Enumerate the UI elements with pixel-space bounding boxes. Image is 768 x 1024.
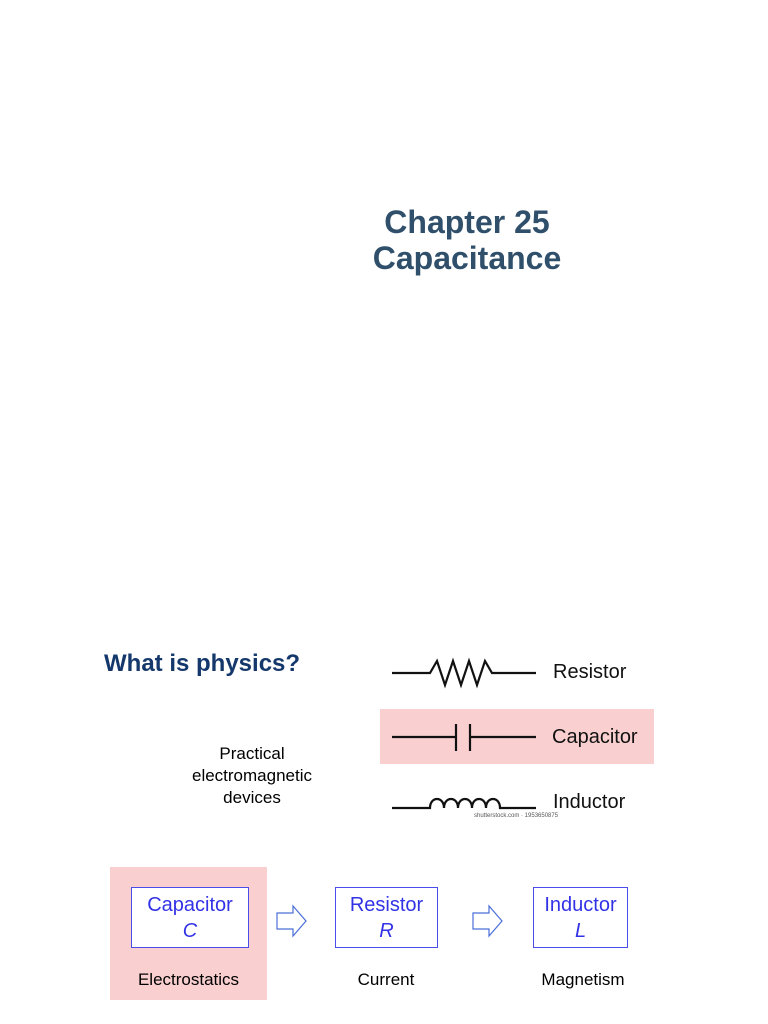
current-caption: Current xyxy=(357,970,415,989)
devices-caption: Practical electromagnetic devices xyxy=(152,743,352,809)
chapter-subtitle: Capacitance xyxy=(372,240,562,276)
magnetism-caption: Magnetism xyxy=(541,970,625,989)
inductor-box-symbol: L xyxy=(574,920,587,942)
inductor-box: Inductor L xyxy=(533,887,628,948)
electrostatics-caption: Electrostatics xyxy=(137,970,240,989)
circuit-symbols-graphic xyxy=(392,657,536,810)
capacitor-symbol-label: Capacitor xyxy=(552,726,638,748)
resistor-box-name: Resistor xyxy=(349,894,424,916)
image-credit: shutterstock.com · 1953650875 xyxy=(474,813,559,819)
capacitor-box: Capacitor C xyxy=(131,887,249,948)
right-arrow-icon xyxy=(472,904,503,938)
capacitor-box-symbol: C xyxy=(182,920,198,942)
resistor-symbol-icon xyxy=(392,657,536,689)
inductor-symbol-label: Inductor xyxy=(553,791,626,813)
resistor-symbol-label: Resistor xyxy=(553,661,627,683)
capacitor-box-name: Capacitor xyxy=(147,894,233,916)
chapter-title: Chapter 25 xyxy=(384,204,550,240)
devices-caption-line: devices xyxy=(223,788,281,807)
devices-caption-line: electromagnetic xyxy=(191,766,312,785)
section-heading: What is physics? xyxy=(104,650,301,677)
inductor-symbol-icon xyxy=(392,797,536,810)
right-arrow-icon xyxy=(276,904,307,938)
resistor-box-symbol: R xyxy=(379,920,394,942)
devices-caption-line: Practical xyxy=(219,744,285,763)
inductor-box-name: Inductor xyxy=(544,894,617,916)
capacitor-symbol-icon xyxy=(392,724,536,751)
resistor-box: Resistor R xyxy=(335,887,438,948)
